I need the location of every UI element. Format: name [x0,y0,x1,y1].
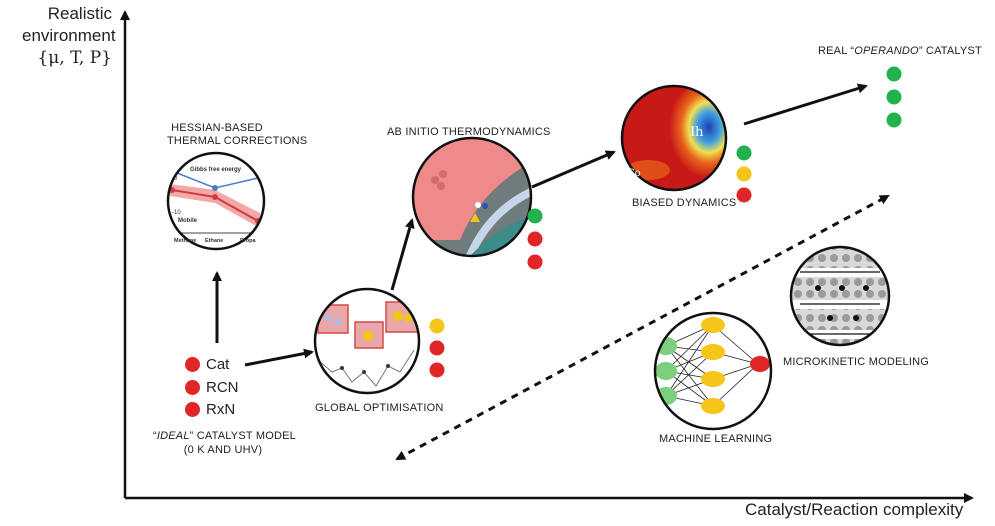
ideal-label-line2: (0 K AND UHV) [183,444,263,456]
operando-label-suffix: ” CATALYST [918,45,982,57]
abinitio-dot-red-2 [527,254,543,270]
ml-inset [653,311,773,431]
ml-label: MACHINE LEARNING [659,433,773,445]
biased-inset-co: Co [627,168,641,179]
hessian-x-0: Methane [174,238,196,244]
global-label: GLOBAL OPTIMISATION [315,402,444,414]
microkinetic-inset [789,245,891,347]
y-axis-title-line2: environment [22,26,116,45]
legend-dot [185,402,200,417]
hessian-label: HESSIAN-BASED THERMAL CORRECTIONS [167,122,308,148]
legend-dot [185,357,200,372]
arrow-ideal-to-global [244,348,314,367]
ideal-label: “IDEAL” CATALYST MODEL (0 K AND UHV) [153,429,296,457]
legend-dot [185,380,200,395]
biased-label: BIASED DYNAMICS [632,197,737,209]
arrow-biased-to-operando [743,83,868,126]
abinitio-label: AB INITIO THERMODYNAMICS [387,126,551,138]
biased-inset: Ih Co [620,84,728,192]
arrow-global-to-abinitio [390,218,415,291]
abinitio-dot-red-1 [527,231,543,247]
abinitio-dot-green [527,208,543,224]
legend-label: RCN [206,379,239,396]
hessian-inset-title: Gibbs free energy [190,167,242,173]
global-dot-red-1 [429,340,445,356]
global-dot-yellow [429,318,445,334]
abinitio-inset [411,136,533,258]
ideal-label-prefix: “ [153,430,157,442]
operando-label-prefix: REAL “ [818,45,855,57]
y-axis-params: {μ, T, P} [37,48,112,68]
global-inset [313,287,421,395]
status-dots [429,66,902,378]
hessian-inset: Gibbs free energy Mobile 0 -10 Methane E… [166,151,266,251]
operando-dot-green-1 [886,66,902,82]
y-axis-title-line1: Realistic [47,4,112,23]
operando-label-emph: OPERANDO [854,45,919,57]
hessian-tick-0: 0 [174,176,178,182]
operando-dot-green-3 [886,112,902,128]
hessian-tick-1: -10 [172,210,181,216]
hessian-label-line1: HESSIAN-BASED [171,122,263,134]
legend-item-rxn: RxN [185,401,235,418]
biased-dot-red [736,187,752,203]
microkinetic-label: MICROKINETIC MODELING [783,356,929,368]
operando-dot-green-2 [886,89,902,105]
x-axis-title: Catalyst/Reaction complexity [745,500,964,519]
legend-item-rcn: RCN [185,379,239,396]
arrow-dashed-complexity [395,194,890,461]
hessian-x-1: Ethane [205,238,223,244]
ideal-label-emph: IDEAL [156,430,190,442]
hessian-label-line2: THERMAL CORRECTIONS [167,135,308,147]
ideal-label-suffix: ” CATALYST MODEL [189,430,296,442]
legend-item-cat: Cat [185,356,229,373]
biased-inset-ih: Ih [690,125,704,140]
y-axis-title: Realistic environment {μ, T, P} [22,3,116,69]
hessian-x-2: Propa [240,238,257,244]
hessian-inset-mobile: Mobile [178,218,198,224]
legend-label: Cat [206,356,230,373]
arrow-abinitio-to-biased [531,150,616,189]
operando-label: REAL “OPERANDO” CATALYST [818,45,982,57]
biased-dot-yellow [736,166,752,182]
global-dot-red-2 [429,362,445,378]
biased-dot-green [736,145,752,161]
legend-label: RxN [206,401,236,418]
